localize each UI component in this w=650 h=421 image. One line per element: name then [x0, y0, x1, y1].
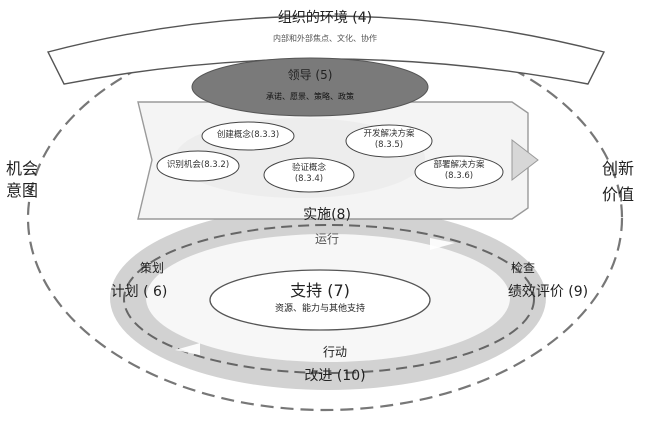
leadership-title: 领导 (5) [287, 68, 333, 82]
step2-oval [201, 121, 295, 151]
improvement-top-label: 行动 [322, 345, 348, 359]
innovation-label: 创新 [602, 159, 635, 178]
step5-oval [414, 155, 504, 189]
ring-arrow-bottom [175, 343, 200, 355]
support-title: 支持 (7) [290, 281, 350, 300]
step3-ref: (8.3.4) [294, 174, 324, 185]
step2-label: 创建概念(8.3.3) [217, 130, 279, 141]
planning-top-label: 策划 [139, 261, 165, 275]
step1-oval [156, 150, 240, 182]
environment-banner [46, 15, 606, 85]
step4-name: 开发解决方案 [363, 129, 415, 139]
operation-title: 实施(8) [303, 207, 351, 223]
operation-subtitle: 运行 [314, 232, 340, 246]
support-subtitle: 资源、能力与其他支持 [274, 304, 366, 314]
step4-oval [345, 124, 433, 158]
step4-label: 开发解决方案 (8.3.5) [363, 129, 414, 152]
step1-label: 识别机会(8.3.2) [167, 160, 229, 171]
step2-ref: (8.3.3) [250, 130, 280, 140]
step5-ref: (8.3.6) [444, 171, 474, 182]
step1-name: 识别机会 [166, 160, 201, 170]
evaluation-top-label: 检查 [510, 261, 536, 275]
opportunity-label: 机会 [6, 159, 39, 178]
step3-oval [263, 157, 355, 193]
step5-label: 部署解决方案 (8.3.6) [433, 160, 484, 183]
support-ellipse [209, 269, 431, 331]
leadership-ellipse [191, 57, 429, 117]
step3-name: 验证概念 [291, 163, 327, 173]
intent-label: 意图 [6, 181, 39, 200]
leadership-subtitle: 承诺、愿景、策略、政策 [266, 92, 354, 101]
improvement-bottom-label: 改进 (10) [304, 368, 366, 384]
value-label: 价值 [602, 185, 635, 204]
ring-arrow-top [430, 238, 455, 250]
inner-dashed-ellipse [123, 224, 535, 374]
step3-label: 验证概念 (8.3.4) [292, 163, 326, 186]
planning-bottom-label: 计划 ( 6) [110, 284, 168, 300]
step4-ref: (8.3.5) [374, 140, 404, 151]
environment-title: 组织的环境 (4) [277, 10, 373, 26]
step2-name: 创建概念 [216, 130, 251, 140]
environment-subtitle: 内部和外部焦点、文化、协作 [273, 34, 377, 43]
step5-name: 部署解决方案 [433, 160, 485, 170]
evaluation-bottom-label: 绩效评价 (9) [507, 284, 589, 300]
process-arrow-head [511, 138, 539, 182]
step1-ref: (8.3.2) [200, 160, 230, 170]
